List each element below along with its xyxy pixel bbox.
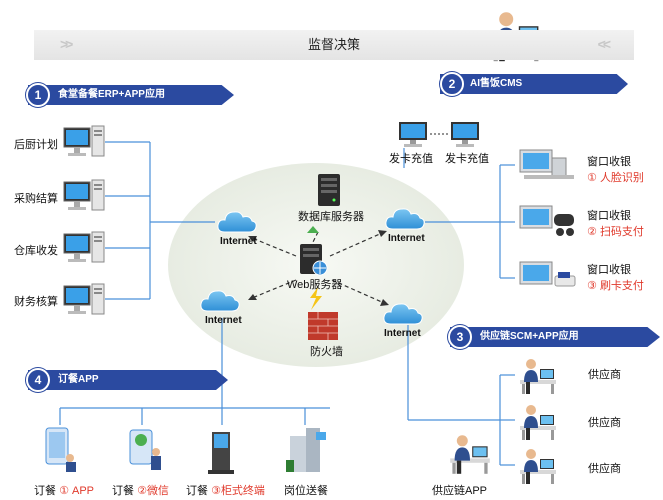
payment-method-label: ① 人脸识别 xyxy=(587,172,644,184)
database-server-label: 数据库服务器 xyxy=(298,211,364,223)
erp-node-label: 仓库收发 xyxy=(14,245,58,257)
supplier-label: 供应商 xyxy=(588,463,621,475)
section-banner-scm: 供应链SCM+APP应用 xyxy=(450,327,660,347)
double-chevron-left-icon: << xyxy=(597,36,611,52)
section-title-scm: 供应链SCM+APP应用 xyxy=(480,331,579,342)
payment-method-label: ③ 刷卡支付 xyxy=(587,280,644,292)
section-number-4: 4 xyxy=(26,368,50,392)
card-recharge-label: 发卡充值 xyxy=(445,153,489,165)
computer-icon-4 xyxy=(63,283,105,315)
pos-terminal-icon-3 xyxy=(519,261,576,287)
section-banner-cms: AI售饭CMS xyxy=(440,74,628,94)
supply-app-user-icon xyxy=(450,435,490,474)
section-banner-erp: 食堂备餐ERP+APP应用 xyxy=(28,85,234,105)
window-checkout-label: 窗口收银 xyxy=(587,210,631,222)
pos-terminal-icon-2 xyxy=(519,205,574,236)
monitor-icon-right xyxy=(451,122,479,147)
window-checkout-label: 窗口收银 xyxy=(587,264,631,276)
office-building-icon xyxy=(286,428,326,472)
internet-label: Internet xyxy=(220,236,257,247)
supplier-icon-1 xyxy=(520,359,556,394)
computer-icon-1 xyxy=(63,125,105,157)
internet-label: Internet xyxy=(205,315,242,326)
window-checkout-label: 窗口收银 xyxy=(587,156,631,168)
ordering-label-wechat: 订餐 ②微信 xyxy=(112,485,169,497)
double-chevron-right-icon: >> xyxy=(60,36,73,52)
lightning-icon xyxy=(310,287,322,310)
ordering-label-kiosk: 订餐 ③柜式终端 xyxy=(186,485,265,497)
connection-lines xyxy=(59,141,515,466)
supplier-label: 供应商 xyxy=(588,369,621,381)
section-title-cms: AI售饭CMS xyxy=(470,78,523,89)
firewall-icon xyxy=(308,312,338,340)
internet-label: Internet xyxy=(384,328,421,339)
supplier-icon-3 xyxy=(520,449,556,484)
section-number-1: 1 xyxy=(26,83,50,107)
section-number-3: 3 xyxy=(448,325,472,349)
section-title-ordering: 订餐APP xyxy=(58,374,99,385)
section-banner-ordering: 订餐APP xyxy=(28,370,228,390)
card-recharge-label: 发卡充值 xyxy=(389,153,433,165)
supplier-icon-2 xyxy=(520,405,556,440)
erp-node-label: 后厨计划 xyxy=(14,139,58,151)
web-server-icon xyxy=(300,244,328,276)
payment-method-label: ② 扫码支付 xyxy=(587,226,644,238)
section-title-erp: 食堂备餐ERP+APP应用 xyxy=(58,89,165,100)
web-server-label: Web服务器 xyxy=(287,279,343,291)
supply-app-label: 供应链APP xyxy=(432,485,488,497)
erp-node-label: 采购结算 xyxy=(14,193,58,205)
phone-app-icon xyxy=(45,427,76,472)
ordering-label-delivery: 岗位送餐 xyxy=(284,485,328,497)
pos-terminal-icon-1 xyxy=(519,149,574,179)
section-number-2: 2 xyxy=(440,72,464,96)
internet-label: Internet xyxy=(388,233,425,244)
computer-icon-2 xyxy=(63,179,105,211)
monitor-icon-left xyxy=(399,122,427,147)
ordering-label-app: 订餐 ① APP xyxy=(34,485,95,497)
header-title: 监督决策 xyxy=(307,37,360,52)
erp-node-label: 财务核算 xyxy=(14,296,58,308)
wechat-icon xyxy=(129,429,161,470)
database-server-icon xyxy=(318,174,340,206)
supervision-header-bar: >> << 监督决策 xyxy=(34,30,634,60)
kiosk-terminal-icon xyxy=(208,432,234,474)
firewall-label: 防火墙 xyxy=(310,346,343,358)
supplier-label: 供应商 xyxy=(588,417,621,429)
computer-icon-3 xyxy=(63,231,105,263)
